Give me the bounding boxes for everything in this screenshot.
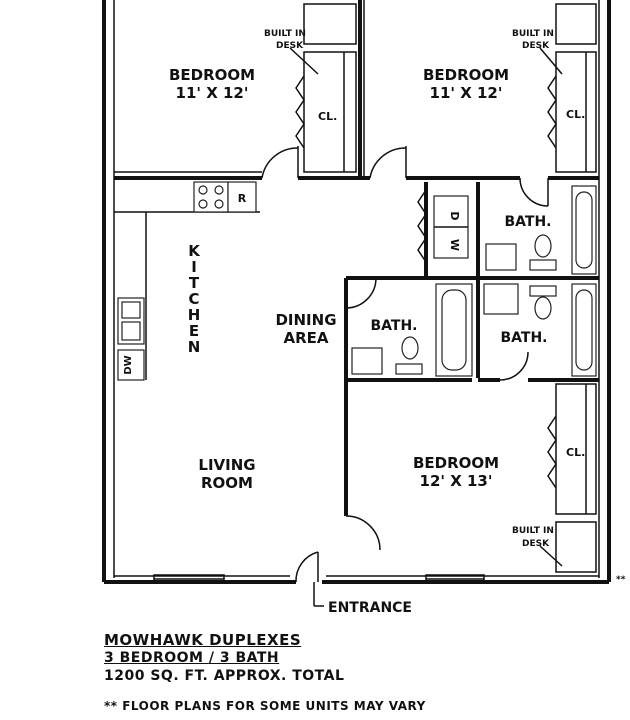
dryer-label: D bbox=[448, 211, 461, 220]
kitchen-letter: E bbox=[189, 322, 199, 340]
bath-label-middle: BATH. bbox=[370, 318, 417, 334]
living-label-1: LIVING bbox=[198, 456, 255, 474]
kitchen-letter: K bbox=[188, 242, 201, 260]
washer-label: W bbox=[448, 239, 461, 251]
asterisk-mark: ** bbox=[616, 575, 626, 585]
top-bedroom-walls bbox=[114, 0, 599, 207]
bedroom-br-name: BEDROOM bbox=[413, 454, 499, 472]
closet-label-tl: CL. bbox=[318, 110, 337, 123]
kitchen-letter: C bbox=[188, 290, 199, 308]
dishwasher-label: DW bbox=[123, 355, 134, 374]
closet-label-tr: CL. bbox=[566, 108, 585, 121]
bath-label-lower: BATH. bbox=[500, 330, 547, 346]
kitchen-letter: H bbox=[188, 306, 201, 324]
bedroom-br-size: 12' X 13' bbox=[420, 472, 493, 490]
built-in-label-br-2: DESK bbox=[522, 539, 550, 549]
footer-title: MOWHAWK DUPLEXES bbox=[104, 631, 302, 649]
bedroom-tr-size: 11' X 12' bbox=[430, 84, 503, 102]
bedroom-tl-name: BEDROOM bbox=[169, 66, 255, 84]
kitchen-letter: I bbox=[191, 258, 197, 276]
bedroom-tr-name: BEDROOM bbox=[423, 66, 509, 84]
built-in-label-tr-2: DESK bbox=[522, 41, 550, 51]
fridge-label: R bbox=[238, 192, 247, 205]
bedroom-tl-size: 11' X 12' bbox=[176, 84, 249, 102]
footer-area: 1200 SQ. FT. APPROX. TOTAL bbox=[104, 668, 345, 684]
built-in-label-tl-1: BUILT IN bbox=[264, 29, 306, 39]
living-label-2: ROOM bbox=[201, 474, 253, 492]
kitchen-letter: T bbox=[189, 274, 200, 292]
built-in-label-br-1: BUILT IN bbox=[512, 526, 554, 536]
built-in-label-tr-1: BUILT IN bbox=[512, 29, 554, 39]
kitchen-fixtures bbox=[114, 181, 260, 381]
dining-label-2: AREA bbox=[283, 329, 328, 347]
entrance-label: ENTRANCE bbox=[328, 600, 412, 616]
outer-walls bbox=[102, 0, 611, 584]
dining-label-1: DINING bbox=[275, 311, 336, 329]
footer-note: ** FLOOR PLANS FOR SOME UNITS MAY VARY bbox=[104, 699, 426, 713]
bath-label-upper: BATH. bbox=[504, 214, 551, 230]
interior-walls bbox=[289, 47, 599, 607]
kitchen-letter: N bbox=[188, 338, 201, 356]
closet-label-br: CL. bbox=[566, 446, 585, 459]
footer-config: 3 BEDROOM / 3 BATH bbox=[104, 650, 280, 666]
built-in-label-tl-2: DESK bbox=[276, 41, 304, 51]
